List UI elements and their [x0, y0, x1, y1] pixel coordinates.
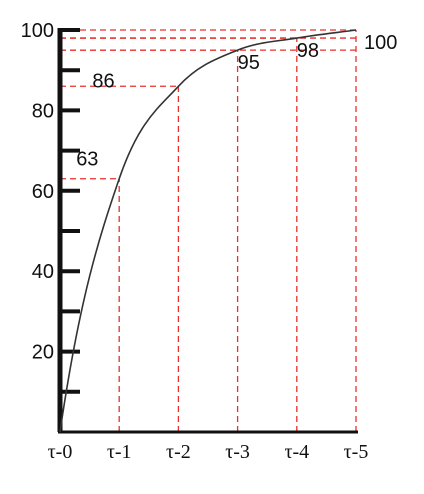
data-label: 95 — [238, 52, 260, 74]
y-tick-label: 80 — [32, 100, 54, 122]
x-tick-label: τ-0 — [48, 441, 73, 463]
data-label: 100 — [364, 32, 397, 54]
y-tick-label: 40 — [32, 261, 54, 283]
charge-curve-line — [59, 29, 357, 433]
y-tick-label: 60 — [32, 181, 54, 203]
y-tick-label: 20 — [32, 342, 54, 364]
guide-lines — [60, 29, 357, 432]
y-axis-ticks — [60, 28, 80, 394]
data-label: 63 — [76, 149, 98, 171]
x-tick-label: τ-1 — [107, 441, 132, 463]
x-tick-label: τ-4 — [284, 441, 309, 463]
data-label: 86 — [92, 70, 114, 92]
x-tick-label: τ-3 — [225, 441, 250, 463]
y-tick-label: 100 — [21, 20, 54, 42]
data-label: 98 — [297, 40, 319, 62]
x-tick-label: τ-2 — [166, 441, 191, 463]
y-tick-labels: 20 40 60 80 100 — [21, 20, 54, 364]
x-tick-label: τ-5 — [344, 441, 369, 463]
data-labels: 63 86 95 98 100 — [76, 32, 397, 171]
x-tick-labels: τ-0 τ-1 τ-2 τ-3 τ-4 τ-5 — [48, 441, 369, 463]
